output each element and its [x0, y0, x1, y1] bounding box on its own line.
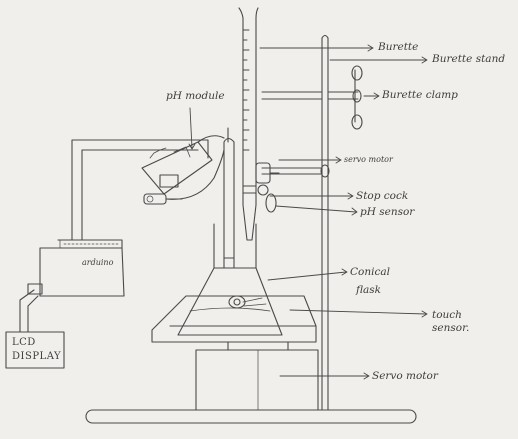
ph-sensor-probe — [224, 128, 234, 268]
label-servo-motor-top: servo motor — [344, 154, 393, 166]
label-lcd-1: LCD — [12, 337, 36, 348]
label-burette-clamp: Burette clamp — [382, 89, 458, 101]
conical-flask — [178, 224, 282, 335]
label-conical-flask-2: flask — [356, 284, 381, 296]
label-conical-flask-1: Conical — [350, 266, 390, 278]
stand-base — [86, 410, 416, 423]
probe-cable — [166, 136, 224, 200]
label-burette: Burette — [378, 41, 418, 53]
burette-clamp-arms — [262, 66, 362, 129]
label-stop-cock: Stop cock — [356, 190, 408, 202]
burette-graduations — [243, 30, 249, 150]
stand-rod — [322, 36, 328, 411]
label-ph-sensor: pH sensor — [360, 206, 414, 218]
burette-tube — [239, 8, 258, 240]
module-wires — [72, 140, 208, 240]
label-lcd-2: DISPLAY — [12, 351, 61, 362]
label-touch-sensor-1: touch — [432, 309, 462, 321]
label-touch-sensor-2: sensor. — [432, 322, 469, 334]
label-servo-motor-bottom: Servo motor — [372, 370, 438, 382]
stopcock-servo — [243, 163, 279, 212]
label-arduino: arduino — [82, 257, 113, 269]
platform-table — [152, 296, 316, 350]
servo-clamp-arm — [262, 165, 329, 177]
label-ph-module: pH module — [166, 90, 225, 102]
servo-motor-box — [196, 350, 318, 410]
label-burette-stand: Burette stand — [432, 53, 505, 65]
ph-module-board — [142, 142, 212, 204]
